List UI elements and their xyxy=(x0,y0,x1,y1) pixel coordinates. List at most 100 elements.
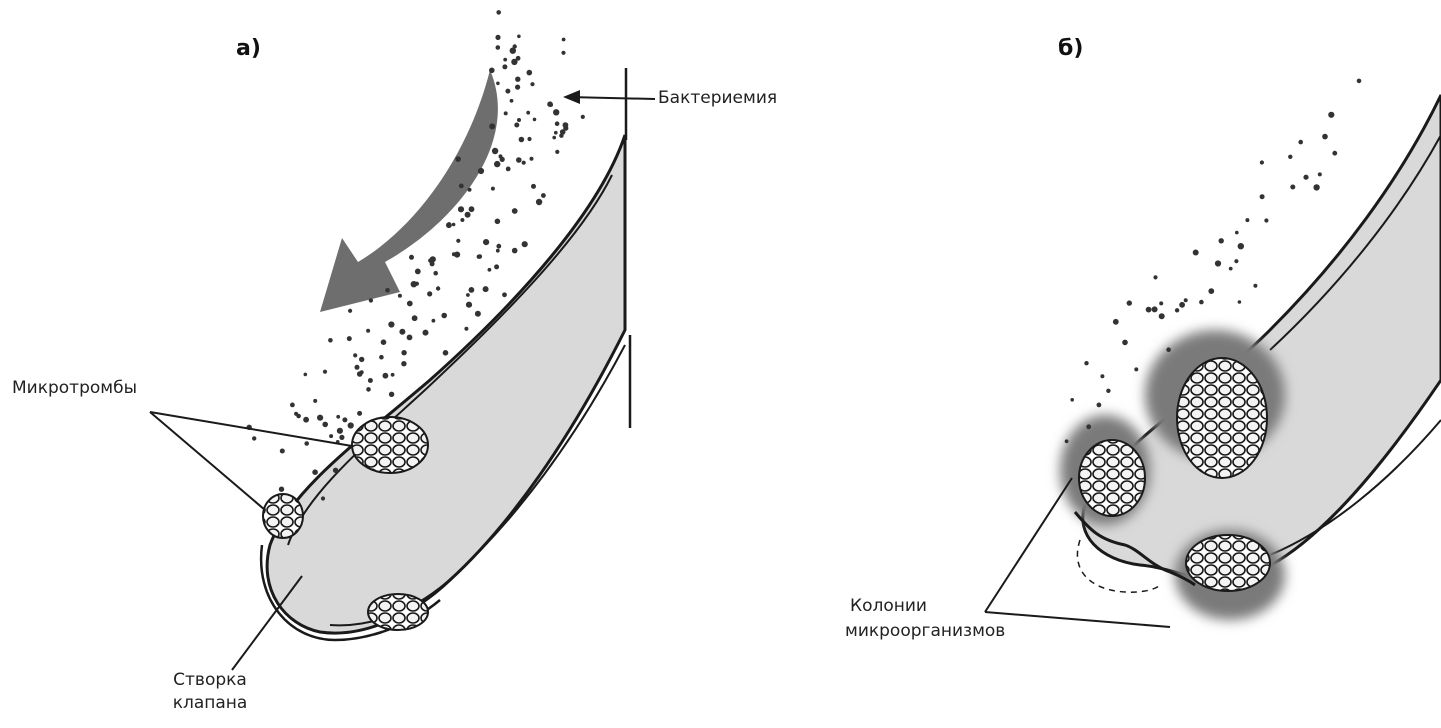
colonies-pointer-1 xyxy=(985,478,1072,612)
bacterium-dot xyxy=(456,239,460,243)
bacterium-dot xyxy=(503,58,507,62)
bacterium-dot xyxy=(519,137,525,143)
bacterium-dot xyxy=(517,118,521,122)
bacterium-dot xyxy=(514,123,519,128)
bacterium-dot xyxy=(533,118,537,122)
bacterium-dot xyxy=(415,269,421,275)
bacterium-dot xyxy=(433,271,438,276)
bacterium-dot xyxy=(506,167,511,172)
bacterium-dot xyxy=(1106,389,1110,393)
bacterium-dot xyxy=(489,123,495,129)
bacterium-dot xyxy=(1152,306,1158,312)
bacterium-dot xyxy=(496,244,501,249)
bacterium-dot xyxy=(409,255,414,260)
bacterium-dot xyxy=(385,288,390,293)
bacterium-dot xyxy=(1159,301,1163,305)
bacterium-dot xyxy=(517,35,521,39)
bacterium-dot xyxy=(1153,275,1157,279)
bacterium-dot xyxy=(443,350,449,356)
bacterium-dot xyxy=(1332,151,1337,156)
bacterium-dot xyxy=(1122,340,1128,346)
bacterium-dot xyxy=(357,411,362,416)
bacterium-dot xyxy=(1199,300,1204,305)
bacterium-dot xyxy=(526,111,530,115)
bacterium-dot xyxy=(1097,403,1102,408)
bacterium-dot xyxy=(496,249,500,253)
bacterium-dot xyxy=(1193,250,1199,256)
bacterium-dot xyxy=(1065,439,1069,443)
bacterium-dot xyxy=(337,428,343,434)
bacterium-dot xyxy=(353,353,357,357)
bacterium-dot xyxy=(510,99,514,103)
bacterium-dot xyxy=(348,309,352,313)
bacterium-dot xyxy=(290,403,295,408)
bacterium-dot xyxy=(527,70,533,76)
bacterium-dot xyxy=(549,103,553,107)
bacterium-dot xyxy=(391,373,395,377)
bacterium-dot xyxy=(541,193,546,198)
bacterium-dot xyxy=(303,417,309,423)
bacterium-dot xyxy=(492,148,498,154)
bacterium-dot xyxy=(1229,267,1233,271)
valve-leaflet-label-line1: Створка xyxy=(160,672,260,689)
bacterium-dot xyxy=(488,268,492,272)
bacterium-dot xyxy=(279,487,284,492)
bacterium-dot xyxy=(560,129,566,135)
bacterium-dot xyxy=(452,223,456,227)
bacterium-dot xyxy=(348,422,354,428)
bacterium-dot xyxy=(428,258,432,262)
blood-flow-arrow xyxy=(320,70,498,312)
bacterium-dot xyxy=(527,137,531,141)
bacterium-dot xyxy=(1290,185,1295,190)
bacterium-dot xyxy=(1357,79,1362,84)
bacterium-dot xyxy=(1219,238,1224,243)
bacterium-dot xyxy=(1322,134,1328,140)
bacterium-dot xyxy=(530,157,534,161)
bacterium-dot xyxy=(280,449,285,454)
bacterium-dot xyxy=(1298,140,1303,145)
bacterium-dot xyxy=(495,35,500,40)
bacterium-dot xyxy=(510,48,516,54)
bacterium-dot xyxy=(478,168,484,174)
bacteremia-arrowhead xyxy=(563,90,580,104)
bacterium-dot xyxy=(399,329,405,335)
colony-upper xyxy=(1177,358,1267,478)
bacterium-dot xyxy=(336,415,340,419)
bacterium-dot xyxy=(1127,300,1132,305)
colonies-label-line2: микроорганизмов xyxy=(845,623,1005,640)
bacterium-dot xyxy=(496,45,501,50)
bacterium-dot xyxy=(502,292,507,297)
bacterium-dot xyxy=(505,89,510,94)
colony-bottom xyxy=(1186,535,1270,591)
bacterium-dot xyxy=(502,64,507,69)
bacterium-dot xyxy=(412,315,418,321)
bacterium-dot xyxy=(1253,284,1257,288)
colony-left xyxy=(1079,440,1145,516)
bacterium-dot xyxy=(339,435,344,440)
bacterium-dot xyxy=(1100,374,1104,378)
bacterium-dot xyxy=(407,335,413,341)
bacterium-dot xyxy=(460,218,464,222)
bacterium-dot xyxy=(1166,347,1171,352)
bacterium-dot xyxy=(552,136,556,140)
bacterium-dot xyxy=(322,422,328,428)
bacterium-dot xyxy=(401,361,406,366)
bacterium-dot xyxy=(368,378,373,383)
bacterium-dot xyxy=(1318,172,1322,176)
bacterium-dot xyxy=(512,248,518,254)
bacterium-dot xyxy=(555,150,559,154)
bacterium-dot xyxy=(478,254,483,259)
bacterium-dot xyxy=(329,434,333,438)
bacterium-dot xyxy=(562,38,566,42)
bacterium-dot xyxy=(323,370,327,374)
bacteremia-pointer xyxy=(568,97,655,99)
bacterium-dot xyxy=(483,239,489,245)
bacterium-dot xyxy=(328,338,333,343)
bacterium-dot xyxy=(554,131,558,135)
panel-a xyxy=(150,10,655,670)
bacterium-dot xyxy=(465,212,471,218)
valve-leaflet-label: Створка клапана xyxy=(160,672,260,712)
bacterium-dot xyxy=(383,373,389,379)
panel-label-b: б) xyxy=(1058,38,1083,60)
